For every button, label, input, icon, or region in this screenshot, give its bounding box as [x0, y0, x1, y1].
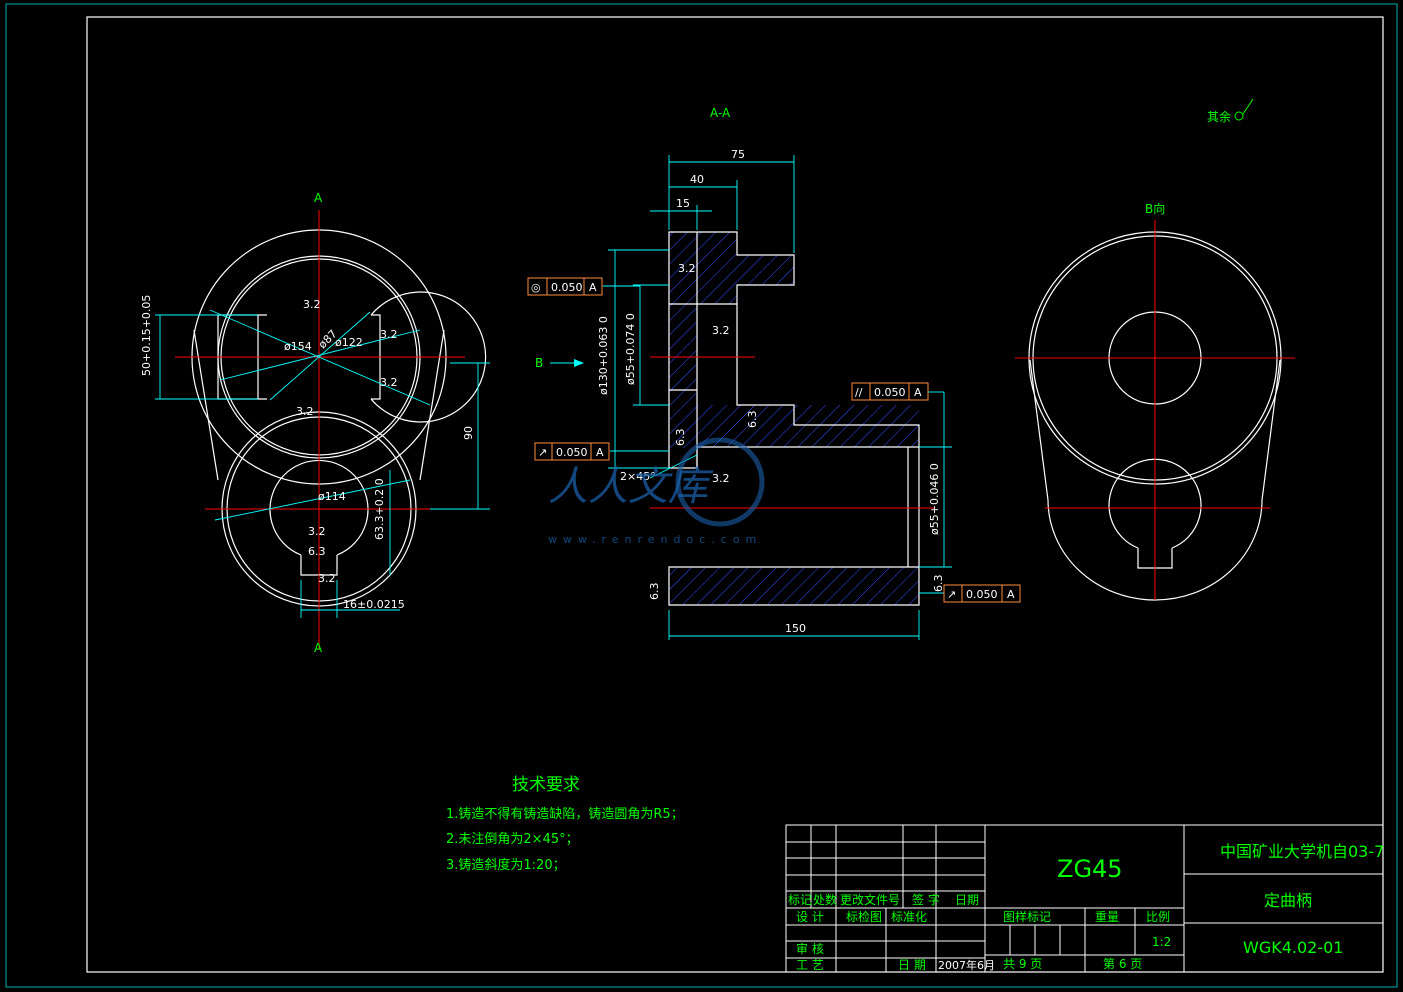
- dim-h90: 90: [462, 426, 475, 440]
- tb-part-name: 定曲柄: [1264, 891, 1312, 910]
- dim-d122: ø122: [335, 336, 363, 349]
- svg-text:0.050: 0.050: [966, 588, 998, 601]
- requirement-2: 2.未注倒角为2×45°；: [446, 832, 579, 847]
- dim-d114: ø114: [318, 490, 346, 503]
- cut-label-top: A: [314, 191, 323, 205]
- outer-frame: [5, 3, 1398, 988]
- left-view-centerlines: [175, 210, 465, 650]
- dim-chamfer: 2×45°: [620, 470, 656, 483]
- svg-text:0.050: 0.050: [874, 386, 906, 399]
- roughness-top-1: 3.2: [303, 298, 321, 311]
- tolerance-frame-4: ↗ 0.050 A: [943, 584, 1021, 603]
- tb-h-qty: 处数: [813, 892, 837, 907]
- dim-15: 15: [676, 197, 690, 210]
- roughness-sec-5: 3.2: [712, 472, 730, 485]
- surface-note: 其余: [1207, 109, 1231, 124]
- svg-text:A: A: [589, 281, 597, 294]
- roughness-sec-2: 3.2: [712, 324, 730, 337]
- tb-weight: 重量: [1095, 910, 1119, 924]
- view-b-label: B向: [1145, 201, 1165, 216]
- dim-h50: 50+0.15+0.05: [140, 295, 153, 376]
- arrow-b: B: [535, 356, 584, 370]
- requirements-title: 技术要求: [512, 775, 580, 795]
- roughness-top-2: 3.2: [380, 328, 398, 341]
- dim-d55a: ø55+0.074 0: [624, 313, 637, 385]
- svg-text:A: A: [914, 386, 922, 399]
- tb-school: 中国矿业大学机自03-7: [1220, 842, 1384, 861]
- dim-d154: ø154: [284, 340, 312, 353]
- roughness-sec-1: 3.2: [678, 262, 696, 275]
- tb-stage-mark: 图样标记: [1003, 909, 1051, 924]
- svg-text:0.050: 0.050: [551, 281, 583, 294]
- tb-h-sign: 签 字: [912, 892, 940, 907]
- tb-page-no: 第 6 页: [1103, 957, 1142, 971]
- roughness-bot-2: 6.3: [308, 545, 326, 558]
- tb-r-process: 工 艺: [796, 958, 824, 972]
- section-dimlines: [603, 155, 952, 640]
- tb-r-date: 日 期: [898, 958, 926, 972]
- tb-h-date: 日期: [955, 893, 979, 907]
- roughness-sec-4: 6.3: [674, 429, 687, 447]
- roughness-bot-1: 3.2: [308, 525, 326, 538]
- inner-frame: [86, 16, 1384, 973]
- left-view: [191, 229, 487, 607]
- requirement-1: 1.铸造不得有铸造缺陷，铸造圆角为R5；: [446, 806, 684, 822]
- tb-r-std: 标准化: [891, 910, 927, 924]
- tolerance-frame-2: ↗ 0.050 A: [534, 442, 610, 461]
- roughness-sec-3: 6.3: [746, 411, 759, 429]
- tb-h-doc: 更改文件号: [840, 892, 900, 907]
- dim-150: 150: [785, 622, 806, 635]
- title-block-grid: [785, 824, 1384, 973]
- watermark: 人人文库 www.renrendoc.com: [548, 437, 765, 546]
- tb-r-review: 审 核: [796, 941, 824, 956]
- b-view-centerlines: [1015, 220, 1295, 600]
- section-label: A-A: [710, 106, 731, 120]
- roughness-symbol-icon: [1234, 98, 1254, 121]
- requirement-3: 3.铸造斜度为1:20；: [446, 857, 566, 873]
- svg-text:A: A: [1007, 588, 1015, 601]
- cut-label-bottom: A: [314, 641, 323, 655]
- tb-h-mark: 标记: [788, 893, 812, 907]
- svg-text:人人文库: 人人文库: [548, 464, 714, 510]
- section-centerlines: [650, 356, 935, 509]
- roughness-top-3: 3.2: [380, 376, 398, 389]
- section-outline: [668, 231, 920, 606]
- left-view-dimlines: [155, 309, 490, 618]
- svg-text:↗: ↗: [947, 588, 956, 601]
- tb-scale-value: 1:2: [1152, 935, 1171, 949]
- roughness-sec-7: 6.3: [932, 575, 945, 593]
- dim-75: 75: [731, 148, 745, 161]
- tb-material: ZG45: [1057, 855, 1123, 883]
- dim-w16: 16±0.0215: [343, 598, 405, 611]
- tolerance-frame-1: ◎ 0.050 A: [527, 277, 603, 296]
- dim-40: 40: [690, 173, 704, 186]
- roughness-top-4: 3.2: [296, 405, 314, 418]
- dim-d55b: ø55+0.046 0: [928, 463, 941, 535]
- tb-total-pages: 共 9 页: [1003, 957, 1042, 971]
- dim-d130: ø130+0.063 0: [597, 316, 610, 395]
- svg-text:◎: ◎: [531, 281, 541, 294]
- tb-r-design: 设 计: [796, 910, 824, 924]
- tb-scale-label: 比例: [1146, 910, 1170, 924]
- svg-text://: //: [855, 386, 863, 399]
- svg-text:www.renrendoc.com: www.renrendoc.com: [548, 533, 762, 546]
- svg-text:↗: ↗: [538, 446, 547, 459]
- roughness-bot-3: 3.2: [318, 572, 336, 585]
- dim-h633: 63.3+0.2 0: [373, 478, 386, 540]
- tb-date-val: 2007年6月: [938, 958, 995, 972]
- svg-text:A: A: [596, 446, 604, 459]
- tb-r-stdchk: 标检图: [846, 909, 882, 924]
- tolerance-frame-3: // 0.050 A: [851, 382, 929, 401]
- svg-text:B: B: [535, 356, 543, 370]
- svg-text:0.050: 0.050: [556, 446, 588, 459]
- tb-drawing-no: WGK4.02-01: [1243, 938, 1343, 957]
- roughness-sec-6: 6.3: [648, 583, 661, 601]
